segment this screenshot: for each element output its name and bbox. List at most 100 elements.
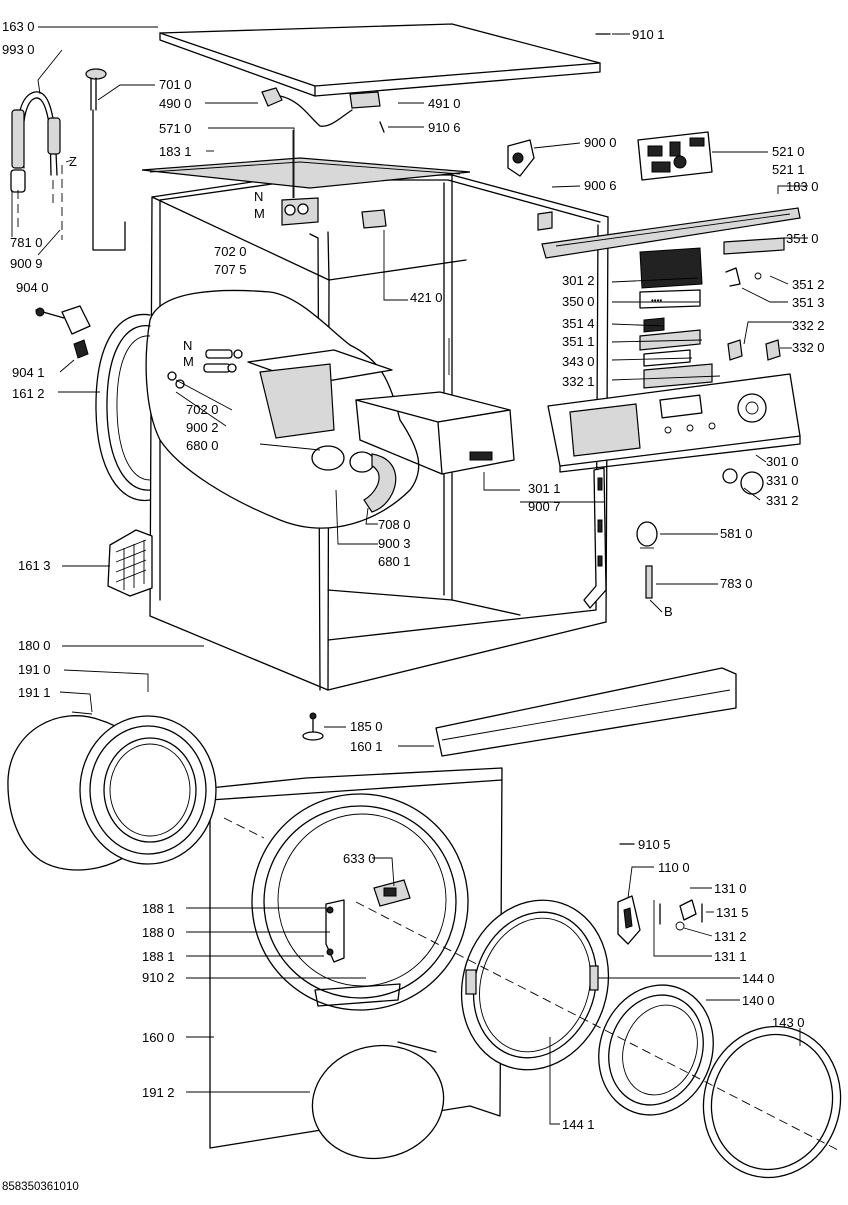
part-labels: 163 0 993 0 910 1 701 0 490 0 491 0 571 … (2, 19, 825, 1193)
label-332-1: 332 1 (562, 374, 595, 389)
door-seal-191 (7, 711, 217, 871)
screw-910-6 (379, 121, 385, 133)
detergent-drawer (355, 391, 515, 475)
label-783-0: 783 0 (720, 576, 753, 591)
foot-185-0 (302, 712, 324, 741)
part-332-0 (765, 339, 781, 361)
part-351-4 (643, 317, 665, 333)
label-350-0: 350 0 (562, 294, 595, 309)
label-188-1-lower: 188 1 (142, 949, 175, 964)
strip-900-7 (583, 467, 607, 609)
label-993-0: 993 0 (2, 42, 35, 57)
part-351-3 (725, 267, 741, 287)
label-180-0: 180 0 (18, 638, 51, 653)
label-702-0-upper: 702 0 (214, 244, 247, 259)
label-904-1: 904 1 (12, 365, 45, 380)
label-301-1: 301 1 (528, 481, 561, 496)
label-633-0: 633 0 (343, 851, 376, 866)
label-B: B (664, 604, 673, 619)
label-571-0: 571 0 (159, 121, 192, 136)
label-491-0: 491 0 (428, 96, 461, 111)
part-332-1 (643, 363, 713, 389)
label-183-1: 183 1 (159, 144, 192, 159)
label-188-1-upper: 188 1 (142, 901, 175, 916)
rail-183-1 (141, 157, 471, 189)
label-188-0: 188 0 (142, 925, 175, 940)
hose-assembly (10, 91, 63, 240)
document-number: 858350361010 (2, 1181, 79, 1193)
part-900-6 (537, 211, 553, 231)
label-160-0: 160 0 (142, 1030, 175, 1045)
label-M-lower: M (183, 354, 194, 369)
label-680-1: 680 1 (378, 554, 411, 569)
label-131-0: 131 0 (714, 881, 747, 896)
door-axis-line (355, 901, 839, 1151)
door-ring-144 (460, 899, 610, 1071)
label-N-lower: N (183, 338, 192, 353)
plinth-160-1 (435, 667, 737, 757)
label-900-3: 900 3 (378, 536, 411, 551)
label-131-5: 131 5 (716, 905, 749, 920)
label-161-2: 161 2 (12, 386, 45, 401)
label-331-0: 331 0 (766, 473, 799, 488)
label-702-0-lower: 702 0 (186, 402, 219, 417)
label-910-6: 910 6 (428, 120, 461, 135)
label-Z: Z (69, 154, 77, 169)
label-131-2: 131 2 (714, 929, 747, 944)
label-490-0: 490 0 (159, 96, 192, 111)
outer-door-143 (702, 1025, 842, 1179)
pressure-switch (636, 521, 658, 549)
label-161-3: 161 3 (18, 558, 51, 573)
label-143-0: 143 0 (772, 1015, 805, 1030)
leader-lines (11, 26, 808, 1125)
valve-571 (281, 130, 319, 226)
label-332-0: 332 0 (792, 340, 825, 355)
label-351-1: 351 1 (562, 334, 595, 349)
part-350-0: •••• (639, 289, 701, 309)
label-910-5: 910 5 (638, 837, 671, 852)
part-332-2 (727, 339, 743, 361)
label-185-0: 185 0 (350, 719, 383, 734)
label-900-6: 900 6 (584, 178, 617, 193)
top-cover (159, 23, 601, 97)
seal-161-2 (95, 313, 151, 502)
label-163-0: 163 0 (2, 19, 35, 34)
hinge-188 (325, 899, 345, 963)
pipe-701 (85, 68, 126, 251)
door-glass-140 (598, 984, 714, 1116)
label-351-4: 351 4 (562, 316, 595, 331)
label-191-1: 191 1 (18, 685, 51, 700)
label-140-0: 140 0 (742, 993, 775, 1008)
label-110-0: 110 0 (658, 860, 690, 875)
label-701-0: 701 0 (159, 77, 192, 92)
control-panel-301-0 (547, 373, 801, 473)
harness-490 (261, 87, 381, 127)
label-160-1: 160 1 (350, 739, 383, 754)
label-680-0: 680 0 (186, 438, 219, 453)
part-421 (361, 209, 387, 229)
label-581-0: 581 0 (720, 526, 753, 541)
panel-display-text: •••• (651, 296, 662, 305)
grille-161-3 (107, 529, 153, 597)
label-781-0: 781 0 (10, 235, 43, 250)
label-521-0: 521 0 (772, 144, 805, 159)
label-331-2: 331 2 (766, 493, 799, 508)
label-343-0: 343 0 (562, 354, 595, 369)
label-131-1: 131 1 (714, 949, 747, 964)
label-900-2: 900 2 (186, 420, 219, 435)
label-144-0: 144 0 (742, 971, 775, 986)
label-191-0: 191 0 (18, 662, 51, 677)
part-351-0 (723, 237, 785, 255)
part-904-0 (35, 305, 91, 335)
control-board-521 (637, 131, 713, 181)
label-521-1: 521 1 (772, 162, 805, 177)
label-351-3: 351 3 (792, 295, 825, 310)
label-301-0: 301 0 (766, 454, 799, 469)
handle-110 (617, 895, 641, 945)
latch-131 (659, 899, 703, 931)
label-900-9: 900 9 (10, 256, 43, 271)
label-708-0: 708 0 (378, 517, 411, 532)
label-910-2: 910 2 (142, 970, 175, 985)
